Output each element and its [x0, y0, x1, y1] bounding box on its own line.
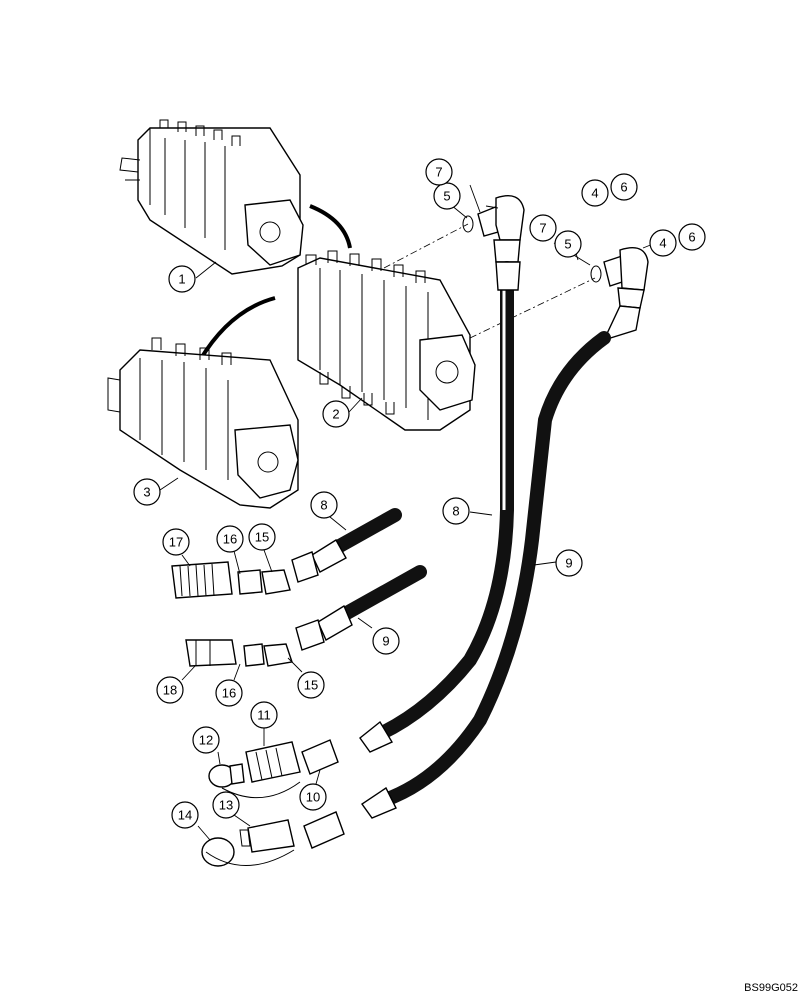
control-valve-1 [119, 119, 304, 275]
callout-4-upper: 4 [581, 179, 609, 207]
callout-17-label: 17 [169, 535, 183, 550]
callout-11-label: 11 [257, 708, 271, 723]
callout-2-label: 2 [332, 407, 339, 422]
callout-3: 3 [133, 478, 161, 506]
callout-12: 12 [192, 726, 220, 754]
callout-5-lower-label: 5 [564, 237, 571, 252]
callout-8-short-label: 8 [320, 498, 327, 513]
callout-9-long-label: 9 [565, 556, 572, 571]
adapter-16-lower [243, 643, 293, 667]
callout-6-upper: 6 [610, 173, 638, 201]
callout-10: 10 [299, 783, 327, 811]
callout-10-label: 10 [306, 790, 320, 805]
callout-18: 18 [156, 676, 184, 704]
callout-15-lower-label: 15 [304, 678, 318, 693]
callout-2: 2 [322, 400, 350, 428]
adapter-10-upper [301, 739, 339, 775]
quick-coupler-18 [185, 639, 237, 667]
callout-16-lower-label: 16 [222, 686, 236, 701]
callout-14-label: 14 [178, 808, 192, 823]
dust-cap-14 [201, 837, 295, 867]
hose-8 [359, 261, 521, 753]
callout-7-lower-label: 7 [539, 221, 546, 236]
callout-7-upper: 7 [425, 158, 453, 186]
callout-15-upper: 15 [248, 523, 276, 551]
coupler-13 [239, 819, 295, 853]
control-valve-2 [297, 250, 476, 431]
dust-cap-12 [208, 763, 301, 799]
callout-5-upper-label: 5 [443, 189, 450, 204]
callout-8-long: 8 [442, 497, 470, 525]
callout-4-lower: 4 [649, 229, 677, 257]
callout-6-lower-label: 6 [688, 230, 695, 245]
elbow-fitting-upper [462, 195, 525, 263]
control-valve-3 [107, 337, 299, 509]
callout-15-upper-label: 15 [255, 530, 269, 545]
callout-6-upper-label: 6 [620, 180, 627, 195]
callout-5-lower: 5 [554, 230, 582, 258]
callout-7-lower: 7 [529, 214, 557, 242]
callout-17: 17 [162, 528, 190, 556]
callout-16-upper: 16 [216, 525, 244, 553]
drawing-code: BS99G052 [744, 982, 798, 994]
callout-7-upper-label: 7 [435, 165, 442, 180]
short-hose-8 [291, 508, 402, 583]
callout-9-long: 9 [555, 549, 583, 577]
callout-5-upper: 5 [433, 182, 461, 210]
elbow-fitting-right [590, 247, 649, 309]
callout-13: 13 [212, 791, 240, 819]
callout-15-lower: 15 [297, 671, 325, 699]
callout-14: 14 [171, 801, 199, 829]
coupler-11 [245, 741, 301, 783]
callout-9-short-label: 9 [382, 634, 389, 649]
adapter-10-lower [303, 811, 345, 849]
callout-11: 11 [250, 701, 278, 729]
callout-3-label: 3 [143, 485, 150, 500]
callout-16-lower: 16 [215, 679, 243, 707]
adapter-16-upper [237, 569, 291, 595]
callout-4-upper-label: 4 [591, 186, 598, 201]
callout-13-label: 13 [219, 798, 233, 813]
callout-18-label: 18 [163, 683, 177, 698]
callout-4-lower-label: 4 [659, 236, 666, 251]
callout-1-label: 1 [178, 272, 185, 287]
callout-8-short: 8 [310, 491, 338, 519]
callout-8-long-label: 8 [452, 504, 459, 519]
callout-9-short: 9 [372, 627, 400, 655]
callout-1: 1 [168, 265, 196, 293]
callout-16-upper-label: 16 [223, 532, 237, 547]
callout-6-lower: 6 [678, 223, 706, 251]
callout-12-label: 12 [199, 733, 213, 748]
short-hose-9 [295, 565, 427, 651]
quick-coupler-17 [171, 561, 233, 599]
hose-9 [361, 305, 641, 819]
